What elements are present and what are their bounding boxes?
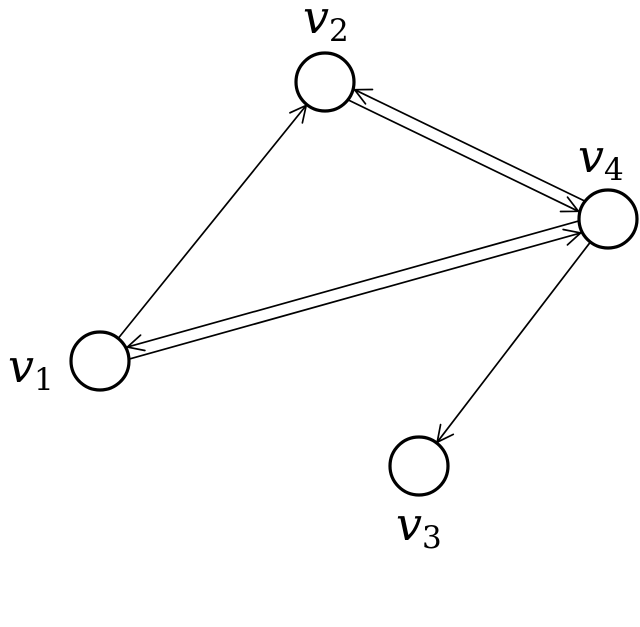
label-v1: v1: [8, 339, 54, 398]
node-v3: [388, 435, 450, 497]
edges-layer: [117, 88, 591, 444]
edge-v4-to-v2: [353, 88, 585, 202]
edge-v4-to-v3: [436, 241, 591, 444]
node-v1: [69, 330, 131, 392]
node-v2: [294, 51, 356, 113]
edge-v1-to-v2: [117, 104, 308, 339]
label-v2: v2: [303, 0, 349, 49]
edge-v2-to-v4: [348, 99, 580, 213]
edge-v4-to-v1: [126, 220, 579, 352]
edge-v1-to-v4: [129, 228, 582, 360]
label-v3: v3: [396, 497, 442, 556]
label-v4: v4: [578, 129, 624, 188]
node-v4: [577, 188, 639, 250]
